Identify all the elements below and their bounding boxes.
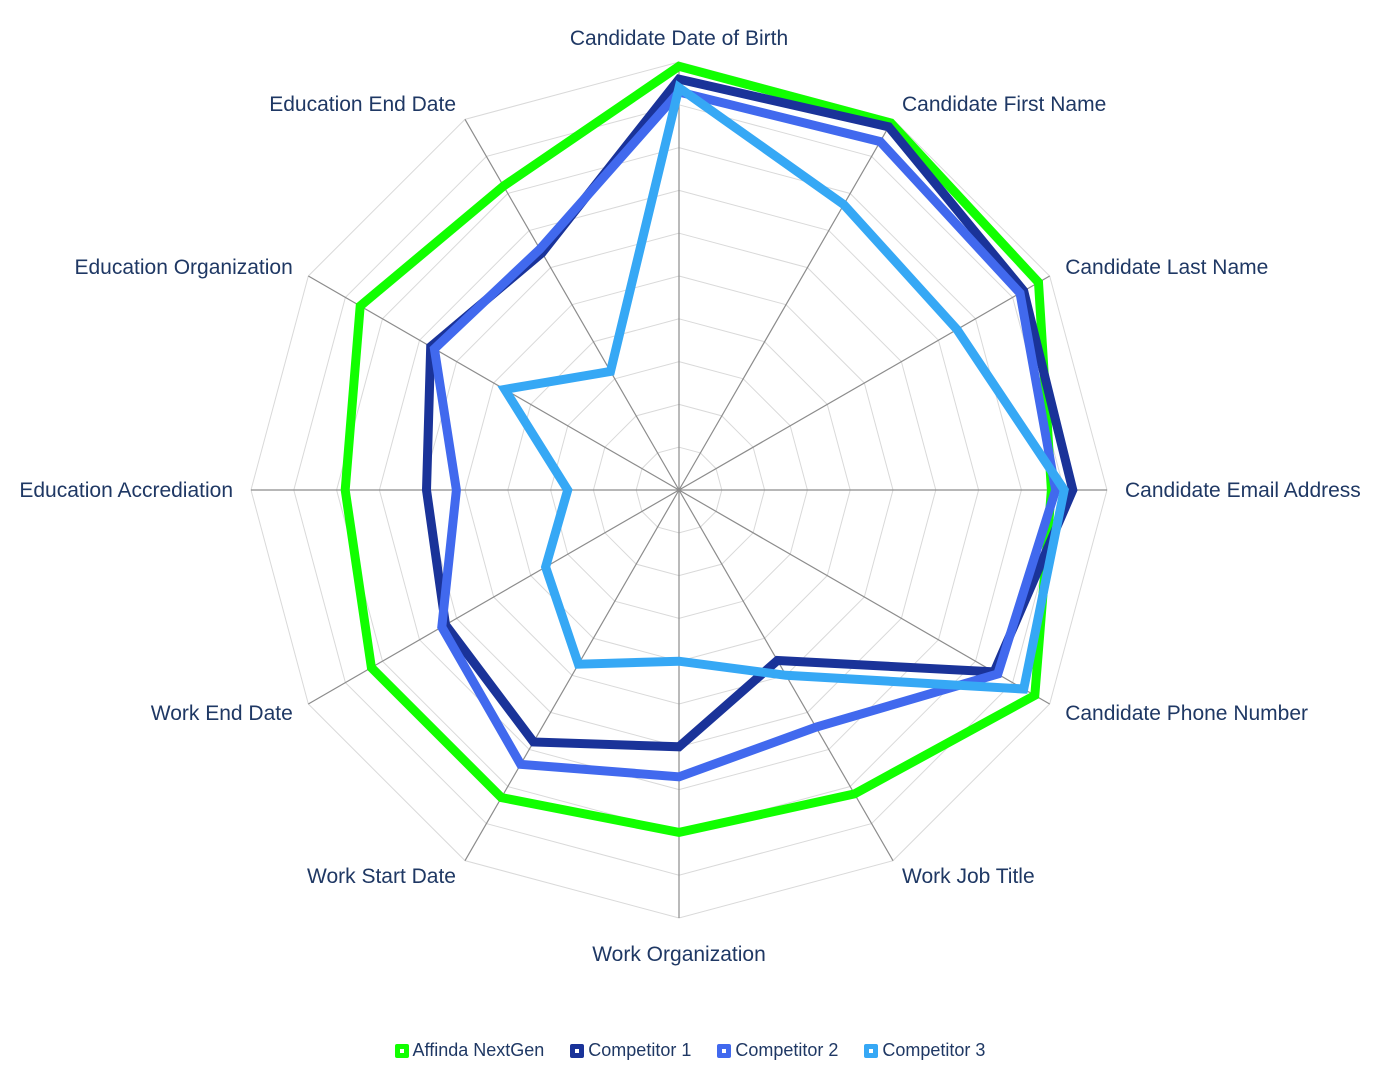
legend-label: Affinda NextGen <box>412 1040 545 1060</box>
axis-spoke <box>678 119 894 491</box>
series-line-1 <box>340 61 1056 837</box>
axis-label: Candidate Date of Birth <box>570 27 788 50</box>
radar-series <box>340 61 1078 837</box>
legend-swatch-icon <box>717 1043 732 1058</box>
axis-label: Work Organization <box>592 943 766 966</box>
axis-label: Work End Date <box>151 702 293 725</box>
legend: Affinda NextGen Competitor 1 Competitor 2 C… <box>0 1040 1380 1061</box>
legend-item[interactable]: Competitor 2 <box>717 1040 838 1061</box>
axis-label: Work Job Title <box>902 865 1035 888</box>
axis-spoke <box>308 275 680 491</box>
axis-label: Candidate Phone Number <box>1065 702 1308 725</box>
legend-swatch-icon <box>394 1043 409 1058</box>
axis-spoke <box>464 119 680 491</box>
legend-label: Competitor 3 <box>882 1040 986 1060</box>
legend-label: Competitor 1 <box>588 1040 692 1060</box>
series-line-4 <box>497 80 1069 694</box>
series-line-3 <box>429 86 1061 782</box>
axis-label: Work Start Date <box>307 865 456 888</box>
legend-item[interactable]: Competitor 1 <box>570 1040 691 1061</box>
axis-label: Candidate Email Address <box>1125 479 1361 502</box>
legend-label: Competitor 2 <box>735 1040 839 1060</box>
legend-swatch-icon <box>864 1043 879 1058</box>
axis-label: Candidate First Name <box>902 93 1106 116</box>
axis-spoke <box>678 275 1050 491</box>
legend-item[interactable]: Competitor 3 <box>864 1040 985 1061</box>
axis-label: Education Organization <box>74 256 292 279</box>
axis-label: Education Accrediation <box>19 479 233 502</box>
legend-item[interactable]: Affinda NextGen <box>394 1040 545 1061</box>
axis-spoke <box>464 489 680 861</box>
radar-spokes <box>251 62 1107 918</box>
axis-label: Candidate Last Name <box>1065 256 1268 279</box>
axis-label: Education End Date <box>269 93 456 116</box>
legend-swatch-icon <box>570 1043 585 1058</box>
